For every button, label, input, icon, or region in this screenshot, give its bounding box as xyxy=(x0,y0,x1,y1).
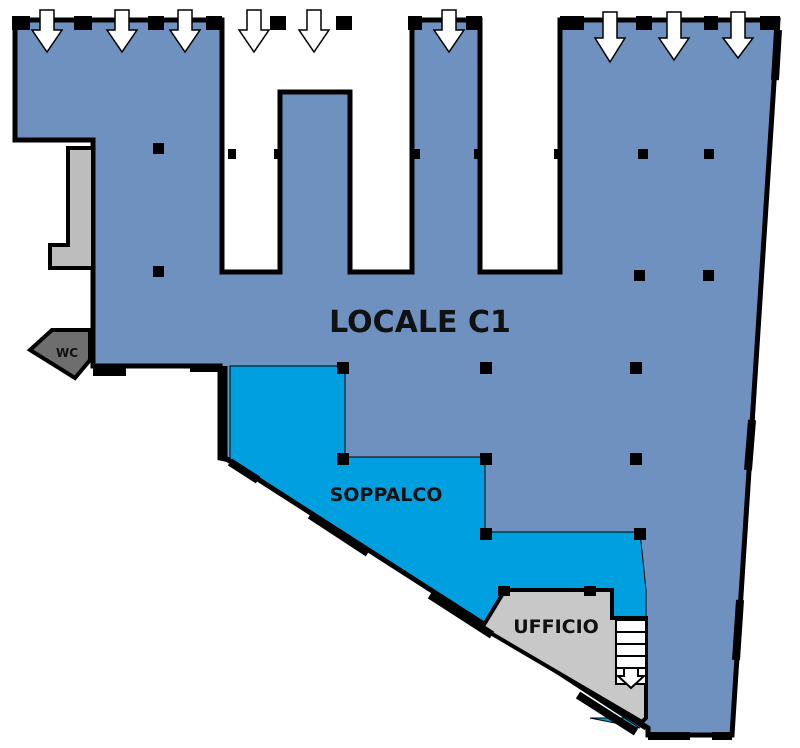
down-arrow-icon xyxy=(297,9,331,54)
down-arrow-icon xyxy=(105,9,139,54)
down-arrow-icon xyxy=(30,9,64,54)
window-segments xyxy=(93,29,782,740)
structural-columns xyxy=(153,143,714,596)
down-arrow-icon xyxy=(657,11,691,62)
room-ufficio xyxy=(479,588,648,725)
room-label-main: LOCALE C1 xyxy=(329,305,511,340)
room-locale-c1 xyxy=(12,17,781,738)
stairs-icon xyxy=(615,619,647,690)
down-arrow-icon xyxy=(432,9,466,54)
down-arrow-icon xyxy=(721,11,755,60)
room-label-office: UFFICIO xyxy=(513,616,599,638)
room-label-mezzanine: SOPPALCO xyxy=(330,484,443,506)
down-arrow-icon xyxy=(168,9,202,54)
room-wc xyxy=(26,328,92,381)
room-label-wc: WC xyxy=(56,346,78,360)
down-arrow-icon xyxy=(237,9,271,54)
top-wall-blocks xyxy=(12,16,780,30)
entrance-arrows xyxy=(30,9,755,64)
room-storage xyxy=(48,146,95,270)
down-arrow-icon xyxy=(593,11,627,64)
